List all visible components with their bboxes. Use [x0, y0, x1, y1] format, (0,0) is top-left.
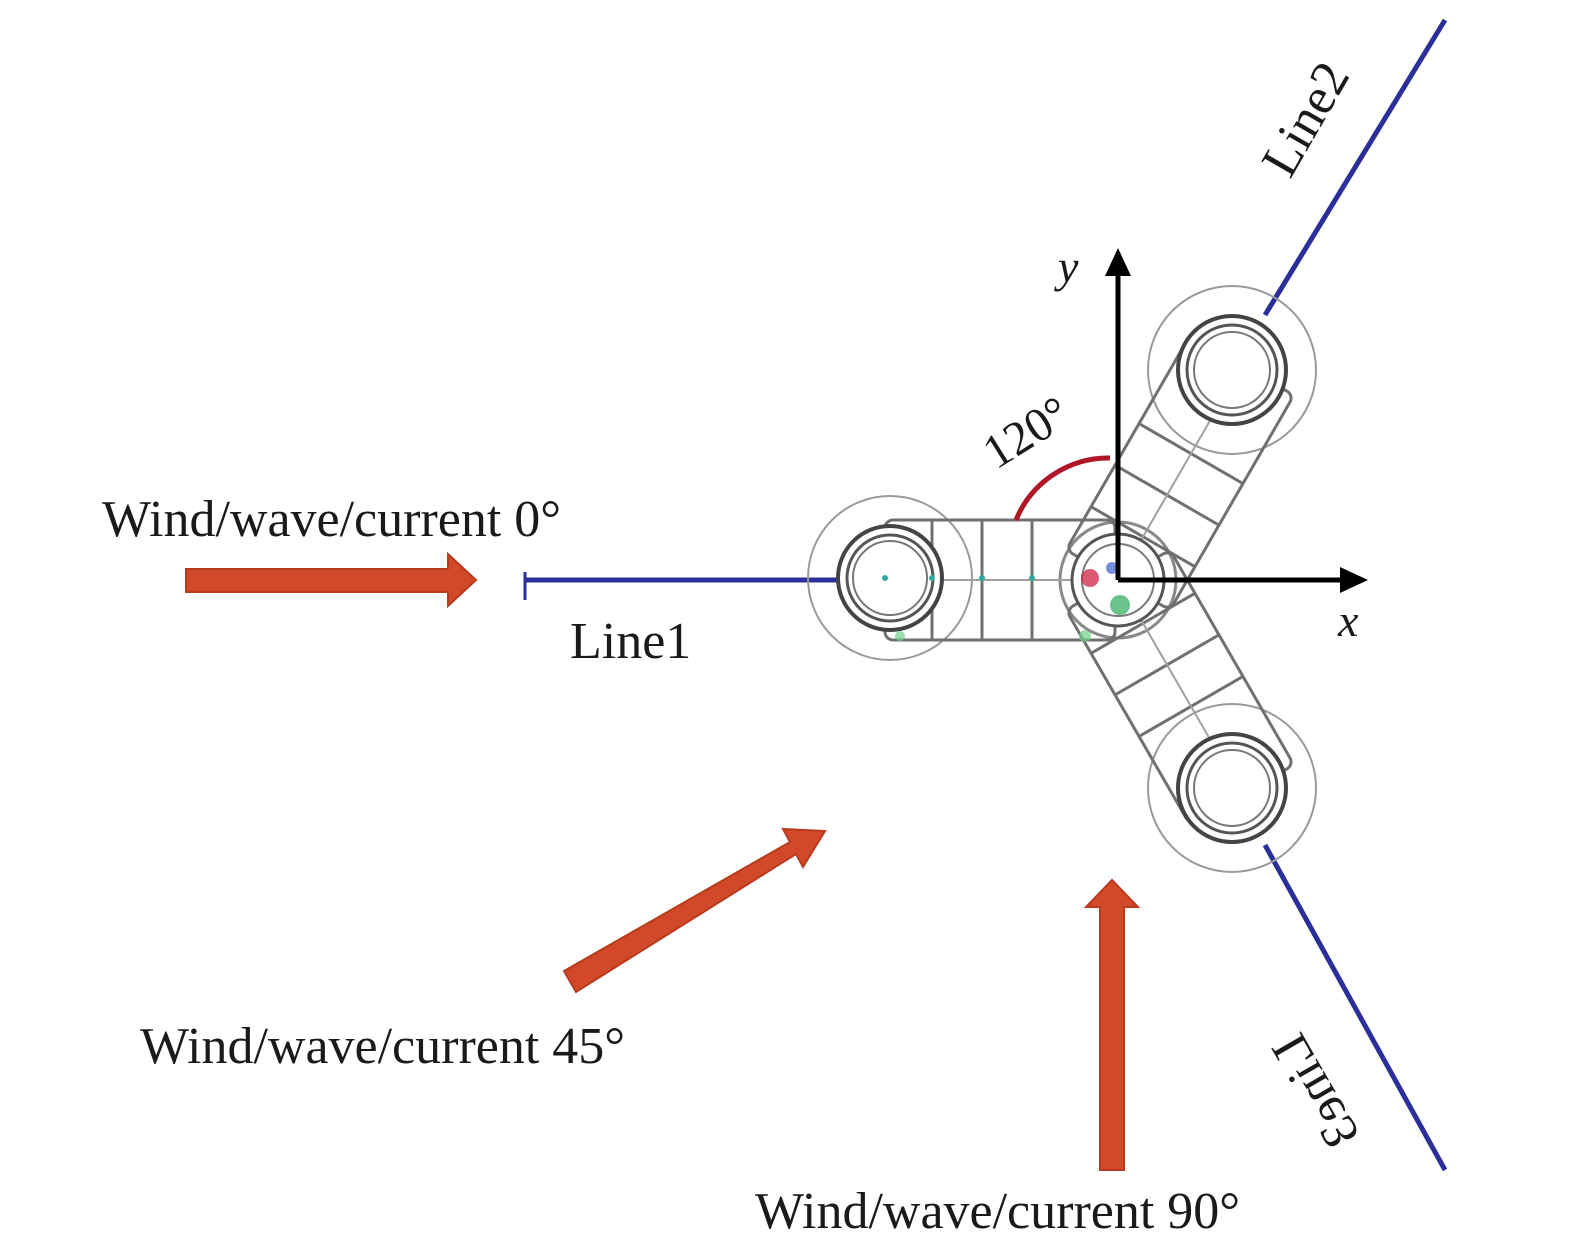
load-arrow-45: [562, 827, 827, 994]
y-axis-arrowhead: [1105, 248, 1131, 276]
x-axis-arrowhead: [1340, 567, 1368, 593]
load-arrows: [185, 551, 1141, 1171]
load-label-0: Wind/wave/current 0°: [102, 491, 561, 548]
mooring-line-3: [1262, 843, 1448, 1172]
mooring-line-label-2: Line2: [1251, 52, 1361, 186]
column-3-footprint: [1147, 703, 1317, 873]
column-2-footprint: [1147, 285, 1317, 455]
load-label-90: Wind/wave/current 90°: [755, 1183, 1240, 1240]
column-1: [836, 524, 944, 632]
mooring-lines: [523, 18, 1448, 1172]
angle-label: 120°: [974, 386, 1079, 479]
column-2: [1176, 314, 1288, 426]
x-axis-label: x: [1337, 595, 1359, 646]
y-axis-label: y: [1054, 241, 1079, 292]
mooring-line-label-3: Line3: [1261, 1024, 1371, 1158]
mooring-line-2: [1262, 18, 1448, 317]
platform: [807, 285, 1317, 873]
load-arrow-0: [185, 551, 478, 609]
axes: [1105, 248, 1368, 593]
angle-arc: [1013, 455, 1111, 521]
mesh-markers: [882, 562, 1130, 642]
load-arrow-90: [1083, 878, 1141, 1171]
mooring-line-label-1: Line1: [570, 613, 691, 670]
load-label-45: Wind/wave/current 45°: [140, 1018, 625, 1075]
column-3: [1176, 732, 1288, 844]
column-1-footprint: [807, 495, 973, 661]
